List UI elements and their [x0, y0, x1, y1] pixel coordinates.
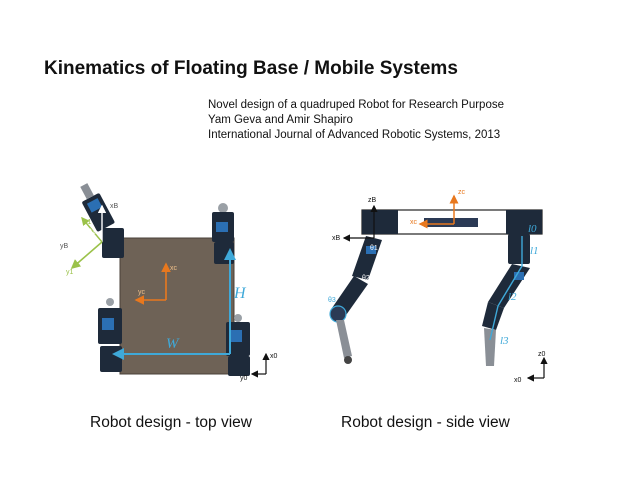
- label-xB-side: xB: [332, 235, 341, 242]
- label-theta2: θ2: [362, 275, 370, 282]
- label-xc: xc: [170, 265, 178, 272]
- robot-top-view-figure: H W xc yc xB yB y1 x1 θ1 x0 y0: [58, 178, 290, 384]
- label-xB: xB: [110, 203, 119, 210]
- label-theta3: θ3: [328, 297, 336, 304]
- label-x0: x0: [270, 353, 278, 360]
- label-l2: l2: [508, 291, 517, 303]
- label-x0-side: x0: [514, 377, 522, 384]
- label-y1: y1: [66, 269, 74, 276]
- label-x1: x1: [84, 219, 92, 226]
- reference-authors: Yam Geva and Amir Shapiro: [208, 114, 353, 126]
- label-theta1: θ1: [88, 229, 96, 236]
- leg-back-right: [226, 314, 250, 376]
- reference-paper-title: Novel design of a quadruped Robot for Re…: [208, 99, 504, 111]
- robot-side-view-figure: zc xc zB xB l0 l1 l2 l3 θ1 θ2 θ3 z0 x0: [308, 180, 560, 386]
- motor-front-left: [102, 228, 124, 258]
- caption-top-view: Robot design - top view: [90, 414, 252, 431]
- leg-side-right: [482, 234, 530, 366]
- leg-side-left: [329, 236, 382, 364]
- reference-journal: International Journal of Advanced Roboti…: [208, 129, 501, 141]
- label-zB: zB: [368, 197, 377, 204]
- label-yB: yB: [60, 243, 69, 250]
- x1-axis-arrow: [81, 216, 103, 243]
- robot-side-view-drawing: zc xc zB xB l0 l1 l2 l3 θ1 θ2 θ3 z0 x0: [328, 189, 548, 384]
- body-motor-right: [506, 210, 542, 234]
- caption-side-view: Robot design - side view: [341, 414, 510, 431]
- label-H: H: [233, 285, 247, 302]
- label-xc-side: xc: [410, 219, 418, 226]
- right-leg-link-lines: [489, 236, 523, 341]
- label-l3: l3: [500, 335, 509, 347]
- paper-reference: Novel design of a quadruped Robot for Re…: [208, 98, 504, 143]
- label-z0: z0: [538, 351, 546, 358]
- slide-title: Kinematics of Floating Base / Mobile Sys…: [44, 58, 458, 79]
- robot-top-view-drawing: H W xc yc xB yB y1 x1 θ1 x0 y0: [60, 183, 278, 382]
- y1-axis-arrow: [70, 241, 103, 270]
- label-yc: yc: [138, 289, 146, 296]
- label-zc: zc: [458, 189, 466, 196]
- label-l0: l0: [528, 223, 537, 235]
- label-y0: y0: [240, 375, 248, 382]
- label-l1: l1: [530, 245, 539, 257]
- label-W: W: [166, 336, 180, 352]
- body-motor-left: [362, 210, 398, 234]
- leg-back-left: [98, 298, 122, 372]
- body-battery: [424, 218, 478, 227]
- label-theta1-side: θ1: [370, 245, 378, 252]
